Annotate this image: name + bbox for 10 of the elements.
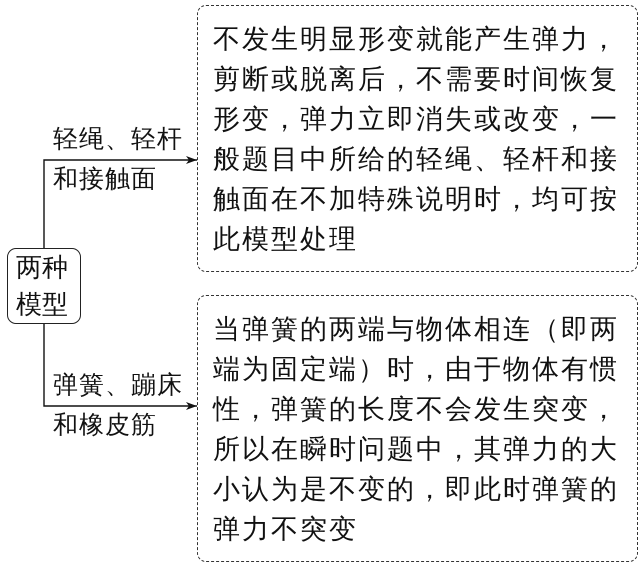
arrow bbox=[43, 324, 197, 410]
edge-label: 轻绳、轻杆和接触面 bbox=[53, 125, 184, 195]
topic-text: 两种模型 bbox=[16, 252, 69, 321]
edge-label: 弹簧、蹦床和橡皮筋 bbox=[53, 371, 184, 441]
note-box bbox=[197, 295, 638, 562]
note-box bbox=[197, 5, 638, 272]
topic-box bbox=[7, 248, 81, 324]
note-text: 不发生明显形变就能产生弹力，剪断或脱离后，不需要时间恢复形变，弹力立即消失或改变，一般题目中所给的轻绳、轻杆和接触面在不加特殊说明时，均可按此模型处理 bbox=[213, 23, 620, 256]
arrow bbox=[43, 156, 197, 248]
note-text: 当弹簧的两端与物体相连（即两端为固定端）时，由于物体有惯性，弹簧的长度不会发生突变，所以在瞬时问题中，其弹力的大小认为是不变的，即此时弹簧的弹力不突变 bbox=[213, 313, 620, 546]
